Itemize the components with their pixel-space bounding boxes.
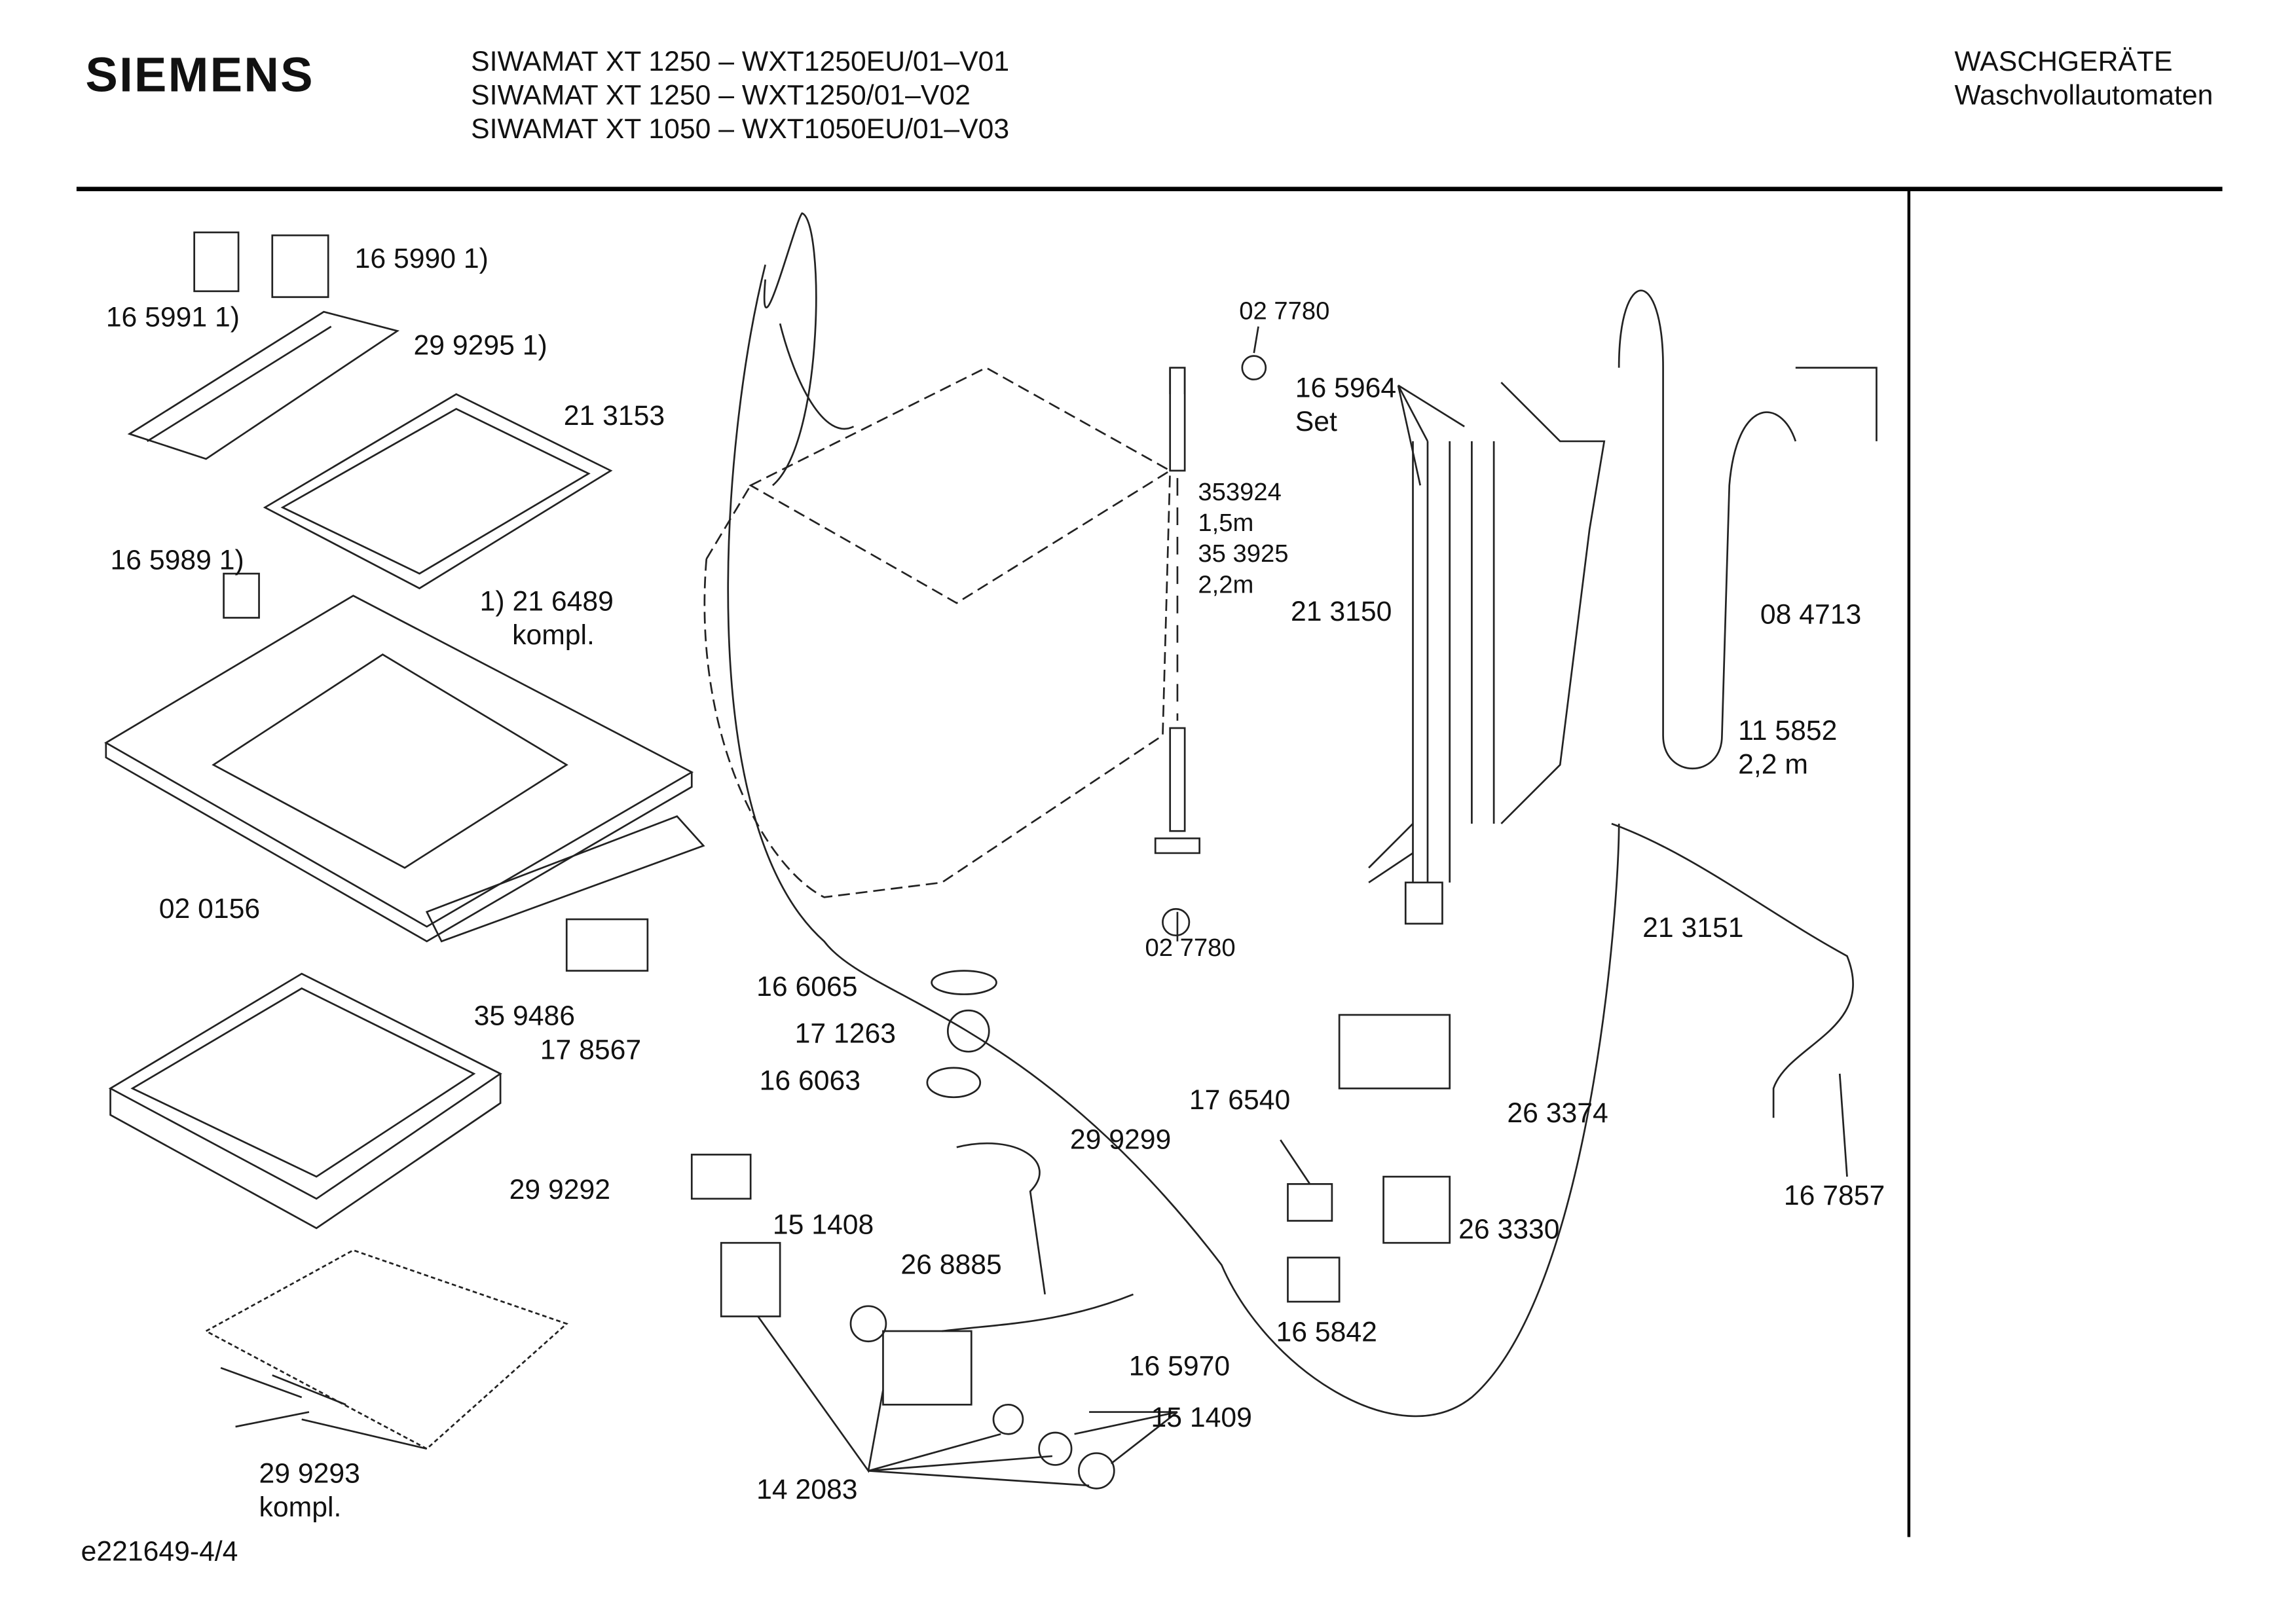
part-label: 29 9299 (1069, 1125, 1172, 1156)
part-label: 17 8567 (540, 1035, 642, 1067)
part-label: 16 7857 (1783, 1181, 1885, 1213)
part-note: 1,5m (1198, 509, 1254, 537)
top-frame-drawing (104, 572, 694, 943)
part-label: 16 5989 1) (110, 545, 244, 577)
electrical-parts-drawing (1280, 1014, 1451, 1303)
part-label: 02 7780 (1239, 297, 1330, 325)
part-label: 29 9295 1) (413, 331, 547, 362)
part-note: 2,2 m (1738, 750, 1809, 781)
drawer-housing-drawing (263, 393, 613, 590)
model-line-3: SIWAMAT XT 1050 – WXT1050EU/01–V03 (471, 115, 1010, 146)
part-note: 2,2m (1198, 570, 1254, 599)
part-label: 21 3153 (563, 401, 665, 433)
part-label: 21 3151 (1642, 913, 1744, 945)
right-margin-divider (1907, 191, 1911, 1537)
part-label: 26 3330 (1458, 1215, 1560, 1246)
part-label: 11 5852 (1738, 716, 1838, 748)
model-line-1: SIWAMAT XT 1250 – WXT1250EU/01–V01 (471, 46, 1010, 79)
part-label: 02 7780 (1145, 934, 1236, 962)
part-label: 26 8885 (900, 1250, 1002, 1281)
filter-parts-drawing (926, 970, 997, 1099)
pump-and-sump-drawing (690, 1142, 1178, 1490)
part-label: 16 6063 (759, 1066, 861, 1097)
part-label: 16 6065 (756, 972, 858, 1004)
model-line-2: SIWAMAT XT 1250 – WXT1250/01–V02 (471, 81, 971, 112)
part-label: 08 4713 (1760, 600, 1862, 631)
part-label: 16 5990 1) (354, 244, 489, 276)
part-label: 16 5964 (1295, 373, 1397, 405)
weight-springs-drawing (204, 1249, 568, 1450)
part-label: 16 5970 (1128, 1351, 1231, 1383)
part-label: 17 6540 (1189, 1085, 1291, 1117)
siemens-logo: SIEMENS (85, 46, 314, 102)
drain-hose-drawing (1611, 289, 1878, 1177)
part-note: kompl. (259, 1493, 342, 1524)
part-label: 29 9292 (509, 1175, 610, 1207)
part-label: 02 0156 (158, 894, 261, 925)
part-label: 17 1263 (794, 1019, 896, 1050)
part-label: 15 1409 (1151, 1403, 1252, 1435)
door-seal-drawing (108, 972, 502, 1230)
detergent-drawer-insert-drawing (127, 231, 400, 460)
tub-drawing (703, 212, 1620, 1418)
part-label: 29 9293 (259, 1459, 360, 1490)
part-label: 16 5842 (1276, 1317, 1377, 1349)
category-title: WASCHGERÄTE (1954, 46, 2173, 79)
part-note: kompl. (512, 620, 595, 652)
part-label: 16 5991 1) (105, 302, 240, 334)
header-divider (76, 187, 2223, 192)
part-label: 35 3925 (1198, 540, 1289, 568)
part-label: 353924 (1198, 478, 1282, 506)
water-distributor-drawing (1368, 382, 1606, 925)
part-label: 26 3374 (1507, 1099, 1608, 1130)
door-lock-drawing (425, 815, 705, 972)
part-label: 35 9486 (473, 1001, 576, 1033)
subcategory-title: Waschvollautomaten (1954, 81, 2213, 112)
part-label: 21 3150 (1290, 597, 1392, 629)
drawing-id: e221649-4/4 (81, 1537, 238, 1568)
inlet-hose-drawing (1154, 326, 1267, 942)
part-label: 15 1408 (772, 1210, 874, 1241)
part-label: 14 2083 (756, 1475, 858, 1507)
part-label: 1) 21 6489 (479, 587, 614, 618)
part-note: Set (1295, 407, 1337, 439)
